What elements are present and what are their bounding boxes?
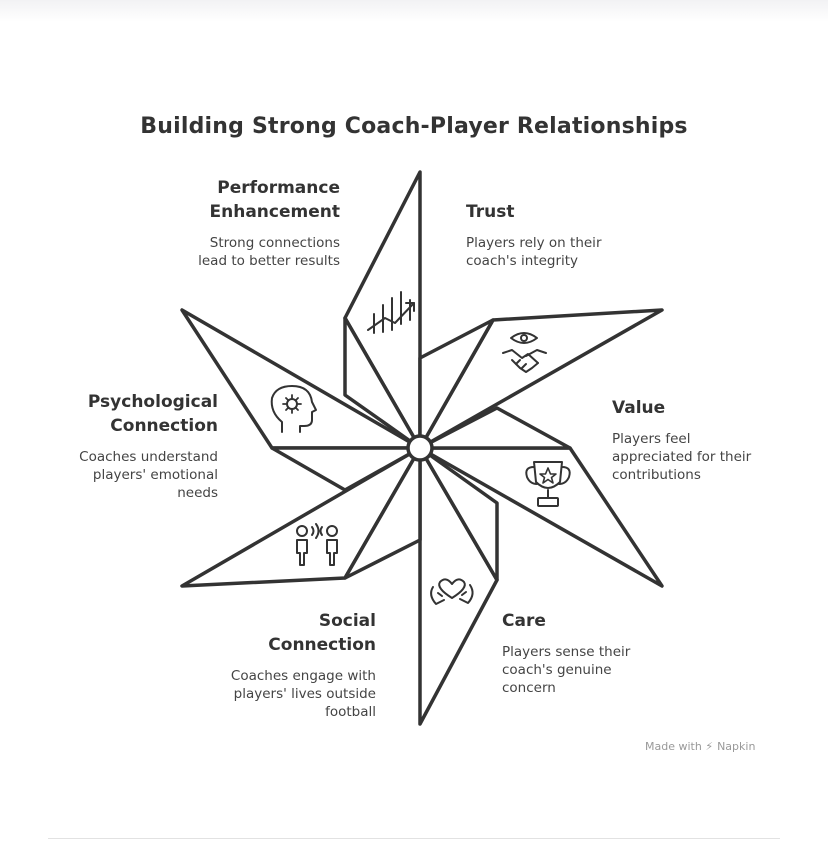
label-care: Care Players sense their coach's genuine… <box>502 609 662 697</box>
trophy-icon <box>525 461 571 507</box>
label-psychological: Psychological Connection Coaches underst… <box>40 390 218 502</box>
label-performance: Performance Enhancement Strong connectio… <box>150 176 340 270</box>
chart-trend-icon <box>367 291 415 334</box>
label-performance-description: Strong connections lead to better result… <box>198 235 340 269</box>
blade-value-fold <box>418 406 572 450</box>
label-trust-description: Players rely on their coach's integrity <box>466 235 602 269</box>
label-value: Value Players feel appreciated for their… <box>612 396 772 484</box>
label-trust-title: Trust <box>466 202 515 222</box>
blade-care-fold <box>418 446 499 582</box>
top-bar <box>0 0 828 22</box>
blade-psychological-fold <box>270 446 422 492</box>
napkin-brand: Napkin <box>717 740 756 753</box>
label-trust: Trust Players rely on their coach's inte… <box>466 200 606 270</box>
bottom-divider <box>48 838 780 839</box>
label-value-title: Value <box>612 398 666 418</box>
label-social-title: Social Connection <box>268 611 376 655</box>
blade-trust-fold <box>418 318 495 450</box>
heart-hands-icon <box>430 578 474 605</box>
label-care-description: Players sense their coach's genuine conc… <box>502 644 631 696</box>
label-value-description: Players feel appreciated for their contr… <box>612 431 752 483</box>
made-with-footer: Made with ⚡Napkin <box>645 740 755 753</box>
head-gear-icon <box>270 385 317 433</box>
two-people-talking-icon <box>296 523 338 566</box>
label-care-title: Care <box>502 611 546 631</box>
label-psychological-description: Coaches understand players' emotional ne… <box>79 449 218 501</box>
label-social: Social Connection Coaches engage with pl… <box>226 609 376 721</box>
label-psychological-title: Psychological Connection <box>87 392 218 436</box>
handshake-eye-icon <box>502 332 547 373</box>
label-social-description: Coaches engage with players' lives outsi… <box>230 668 376 720</box>
diagram-title: Building Strong Coach-Player Relationshi… <box>140 114 688 139</box>
center-hub <box>406 434 434 462</box>
blade-performance-fold <box>343 316 422 450</box>
napkin-logo-icon: ⚡ <box>705 740 714 753</box>
made-with-text: Made with <box>645 740 702 753</box>
blade-social-fold <box>343 446 422 580</box>
label-performance-title: Performance Enhancement <box>209 178 340 222</box>
